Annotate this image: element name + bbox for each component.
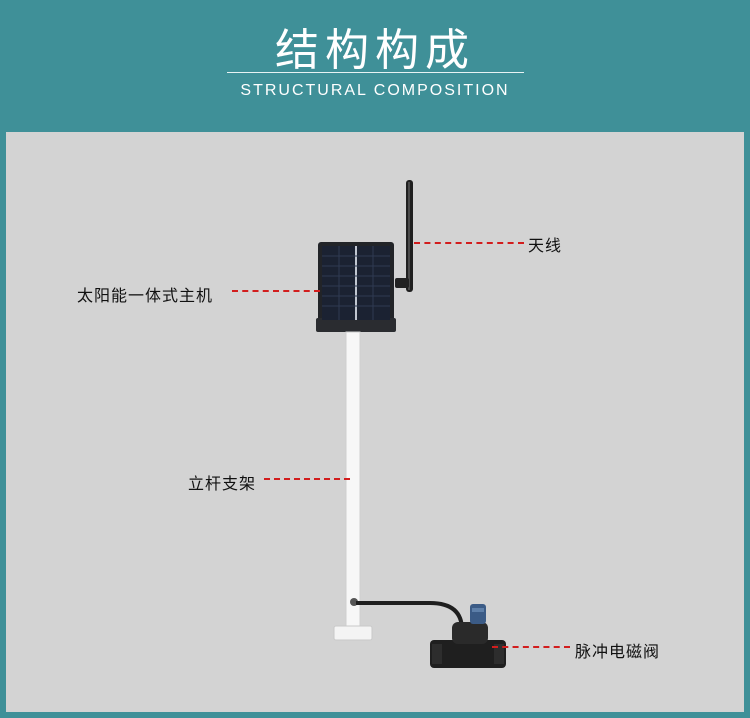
label-solar-host: 太阳能一体式主机 [77,286,214,305]
title-divider [227,72,524,73]
label-pole-bracket: 立杆支架 [188,474,257,493]
leader-solar-host [232,290,320,292]
pole-icon [333,331,373,641]
antenna-icon [395,180,413,292]
diagram-panel [6,132,744,712]
leader-antenna [414,242,524,244]
label-pulse-valve: 脉冲电磁阀 [575,642,661,661]
solar-host-icon [316,242,396,332]
header-banner: 结构构成 STRUCTURAL COMPOSITION [0,0,750,132]
solenoid-valve-icon [430,604,506,668]
page-subtitle: STRUCTURAL COMPOSITION [240,82,510,99]
leader-pulse-valve [492,646,570,648]
leader-pole-bracket [264,478,350,480]
page-title: 结构构成 [275,25,475,76]
label-antenna: 天线 [528,236,563,255]
